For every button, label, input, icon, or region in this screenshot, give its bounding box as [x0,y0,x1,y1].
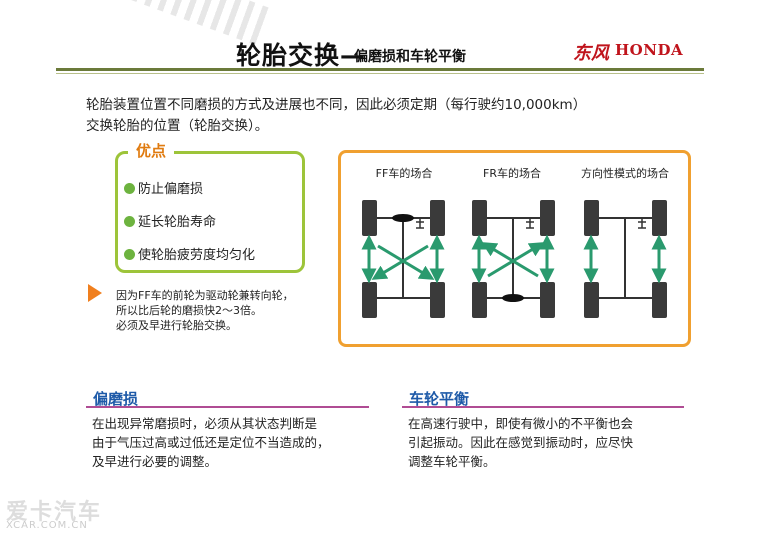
tire-icon [584,200,599,236]
page-subtitle: 偏磨损和车轮平衡 [354,49,466,65]
tire-icon [430,200,445,236]
intro-line: 交换轮胎的位置（轮胎交换）。 [86,118,269,134]
tire-icon [540,200,555,236]
bullet-dot-icon [124,183,135,194]
section-line: 引起振动。因此在感觉到振动时，应尽快 [408,435,634,450]
advantage-item: 使轮胎疲劳度均匀化 [124,244,255,263]
section-line: 及早进行必要的调整。 [92,454,218,469]
diagram-label-directional: 方向性模式的场合 [581,167,669,180]
differential-icon [392,214,414,222]
directional-diagram [583,200,667,318]
watermark-logo: 爱卡汽车 [6,500,103,525]
tire-icon [472,282,487,318]
section-line: 由于气压过高或过低还是定位不当造成的， [92,435,330,450]
uneven-wear-title: 偏磨损 [93,390,139,408]
tire-icon [540,282,555,318]
tire-icon [362,200,377,236]
arrow-right-icon [88,284,102,302]
advantages-title: 优点 [128,140,175,161]
advantage-item: 延长轮胎寿命 [124,211,216,230]
uneven-wear-text: 在出现异常磨损时，必须从其状态判断是 由于气压过高或过低还是定位不当造成的， 及… [92,414,330,471]
differential-icon [502,294,524,302]
ff-diagram [361,200,445,318]
section-line: 在高速行驶中，即使有微小的不平衡也会 [408,416,634,431]
honda-logo: HONDA [615,41,684,59]
tire-icon [362,282,377,318]
diagram-label-ff: FF车的场合 [375,167,433,180]
note-line: 必须及早进行轮胎交换。 [116,319,237,332]
header-rule-thin [56,73,704,74]
wheel-balance-text: 在高速行驶中，即使有微小的不平衡也会 引起振动。因此在感觉到振动时，应尽快 调整… [408,414,633,471]
section-rule [86,406,369,408]
tire-icon [652,200,667,236]
wheel-balance-title: 车轮平衡 [409,390,470,408]
dongfeng-logo: 东风 [573,43,609,64]
bullet-dot-icon [124,249,135,260]
tire-icon [472,200,487,236]
diagram-label-fr: FR车的场合 [483,167,541,180]
page-title: 轮胎交换— [236,41,367,70]
advantages-box [115,151,305,273]
intro-text: 轮胎装置位置不同磨损的方式及进展也不同，因此必须定期（每行驶约10,000km）… [86,95,686,137]
rotation-arrow [487,242,545,278]
rotation-diagram-box [338,150,691,347]
fr-diagram [471,200,555,318]
tire-rotation-diagrams [361,200,667,318]
bullet-dot-icon [124,216,135,227]
advantage-item: 防止偏磨损 [124,178,203,197]
tire-icon [584,282,599,318]
header-rule [56,68,704,71]
ff-note: 因为FF车的前轮为驱动轮兼转向轮， 所以比后轮的磨损快2～3倍。 必须及早进行轮… [116,288,294,333]
tire-icon [430,282,445,318]
note-line: 因为FF车的前轮为驱动轮兼转向轮， [116,289,294,302]
section-line: 调整车轮平衡。 [408,454,496,469]
section-line: 在出现异常磨损时，必须从其状态判断是 [92,416,318,431]
rotation-arrow [371,244,429,280]
tire-icon [652,282,667,318]
intro-line: 轮胎装置位置不同磨损的方式及进展也不同，因此必须定期（每行驶约10,000km） [86,97,587,113]
note-line: 所以比后轮的磨损快2～3倍。 [116,304,262,317]
watermark-url: XCAR.COM.CN [6,520,88,531]
section-rule [402,406,684,408]
